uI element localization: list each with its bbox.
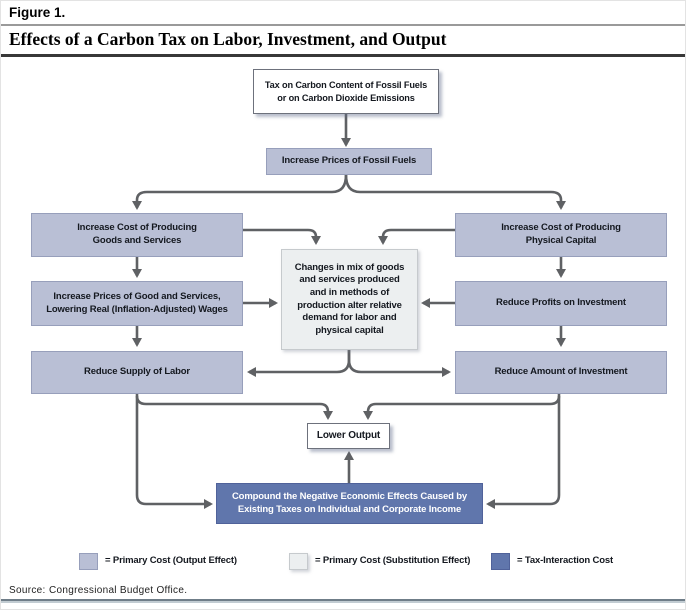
legend-swatch-primary-substitution: [289, 552, 308, 570]
connector-mix-to-investment: [347, 350, 451, 377]
node-increase-fuel-prices: Increase Prices of Fossil Fuels: [266, 148, 432, 175]
legend-item-primary-substitution: = Primary Cost (Substitution Effect): [289, 552, 470, 570]
source-text: Congressional Budget Office.: [49, 585, 188, 596]
node-lower-real-wages: Increase Prices of Good and Services, Lo…: [31, 281, 243, 326]
legend-swatch-primary-output: [79, 552, 98, 570]
node-reduce-labor-supply: Reduce Supply of Labor: [31, 351, 243, 394]
node-reduce-profits: Reduce Profits on Investment: [455, 281, 667, 326]
connector-labor-to-loweroutput: [135, 395, 333, 420]
node-lower-output: Lower Output: [307, 423, 390, 449]
legend-swatch-tax-interaction: [491, 552, 510, 570]
source-label: Source:: [9, 585, 46, 596]
connector-investment-to-loweroutput: [363, 395, 561, 420]
connector-costcapital-to-mix: [378, 228, 455, 245]
legend-label: = Primary Cost (Output Effect): [105, 555, 237, 566]
node-increase-cost-goods: Increase Cost of Producing Goods and Ser…: [31, 213, 243, 257]
connector-costgoods-to-mix: [243, 228, 321, 245]
header-divider-thick: [1, 54, 685, 57]
footer-divider: [1, 599, 685, 603]
legend-label: = Tax-Interaction Cost: [517, 555, 614, 566]
legend-item-primary-output: = Primary Cost (Output Effect): [79, 552, 237, 570]
connector-labor-to-compound: [135, 394, 213, 509]
node-carbon-tax: Tax on Carbon Content of Fossil Fuels or…: [253, 69, 439, 114]
node-changes-in-mix: Changes in mix of goods and services pro…: [281, 249, 418, 350]
connector-investment-to-compound: [486, 394, 561, 509]
legend-label: = Primary Cost (Substitution Effect): [315, 555, 471, 566]
figure-title: Effects of a Carbon Tax on Labor, Invest…: [9, 29, 447, 49]
node-compound-effects: Compound the Negative Economic Effects C…: [216, 483, 483, 524]
connector-fuelprices-to-costcapital: [344, 174, 566, 210]
connector-fuelprices-to-costgoods: [132, 174, 348, 210]
node-increase-cost-capital: Increase Cost of Producing Physical Capi…: [455, 213, 667, 257]
node-reduce-investment: Reduce Amount of Investment: [455, 351, 667, 394]
figure-number-label: Figure 1.: [9, 5, 66, 20]
legend-item-tax-interaction: = Tax-Interaction Cost: [491, 552, 613, 570]
header-divider-thin: [1, 24, 685, 26]
connector-mix-to-labor: [247, 350, 351, 377]
